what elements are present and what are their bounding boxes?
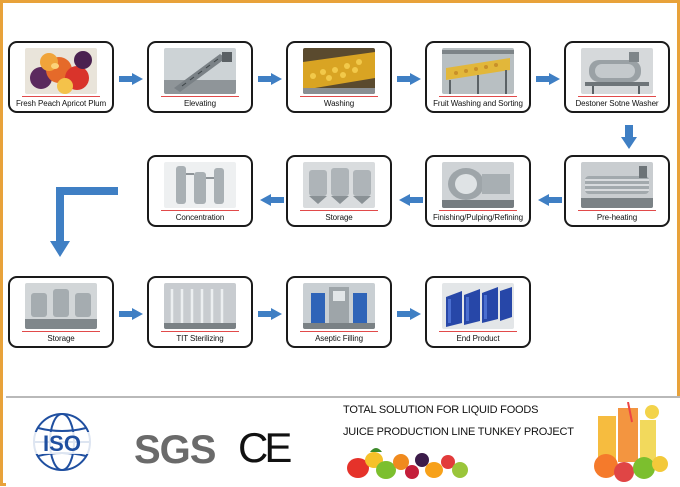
juice-glasses-image [588,401,672,487]
arrow-down-icon [621,125,637,149]
destoner-photo [581,48,653,94]
pulper-photo [442,162,514,208]
arrow-right-icon [119,308,143,320]
arrow-right-icon [258,308,282,320]
fruits-image [346,444,472,487]
step-elevating: Elevating [147,41,253,113]
arrow-right-icon [397,73,421,85]
step-label: TIT Sterilizing [176,334,224,343]
step-label: Fresh Peach Apricot Plum [15,99,107,108]
arrow-right-icon [397,308,421,320]
step-label: Destoner Sotne Washer [575,99,659,108]
tagline-line2: JUICE PRODUCTION LINE TUNKEY PROJECT [343,426,574,438]
washing-photo [303,48,375,94]
step-label: Elevating [183,99,216,108]
step-label: Aseptic Filling [315,334,363,343]
step-end-product: End Product [425,276,531,348]
tagline-line1: TOTAL SOLUTION FOR LIQUID FOODS [343,404,539,416]
step-label: Washing [323,99,355,108]
step-label: Storage [325,213,353,222]
step-aseptic-filling: Aseptic Filling [286,276,392,348]
certification-footer: ISO SGS CE TOTAL SOLUTION FOR LIQUID FOO… [6,396,680,486]
step-storage-1: Storage [286,155,392,227]
step-label: Fruit Washing and Sorting [433,99,523,108]
elevator-photo [164,48,236,94]
fruit-photo [25,48,97,94]
sterilizer-photo [164,283,236,329]
step-fresh-fruit: Fresh Peach Apricot Plum [8,41,114,113]
step-destoner: Destoner Sotne Washer [564,41,670,113]
filler-photo [303,283,375,329]
arrow-left-icon [399,194,423,206]
preheater-photo [581,162,653,208]
sorting-photo [442,48,514,94]
storage-tanks-photo [303,162,375,208]
arrow-right-icon [536,73,560,85]
step-fruit-sorting: Fruit Washing and Sorting [425,41,531,113]
arrow-right-icon [258,73,282,85]
step-pre-heating: Pre-heating [564,155,670,227]
iso-logo: ISO [24,410,100,479]
step-label: Finishing/Pulping/Refining [433,213,523,222]
step-washing: Washing [286,41,392,113]
step-storage-2: Storage [8,276,114,348]
step-finishing: Finishing/Pulping/Refining [425,155,531,227]
evaporator-photo [164,162,236,208]
step-label: Pre-heating [596,213,638,222]
arrow-right-icon [119,73,143,85]
sgs-logo: SGS [134,428,216,472]
storage-tanks-photo [25,283,97,329]
ce-mark: CE [238,424,292,471]
step-tit-sterilizing: TIT Sterilizing [147,276,253,348]
svg-text:ISO: ISO [43,431,81,456]
step-concentration: Concentration [147,155,253,227]
step-label: Storage [47,334,75,343]
arrow-elbow-down-icon [50,187,118,257]
drums-photo [442,283,514,329]
arrow-left-icon [260,194,284,206]
arrow-left-icon [538,194,562,206]
step-label: End Product [456,334,500,343]
step-label: Concentration [175,213,225,222]
